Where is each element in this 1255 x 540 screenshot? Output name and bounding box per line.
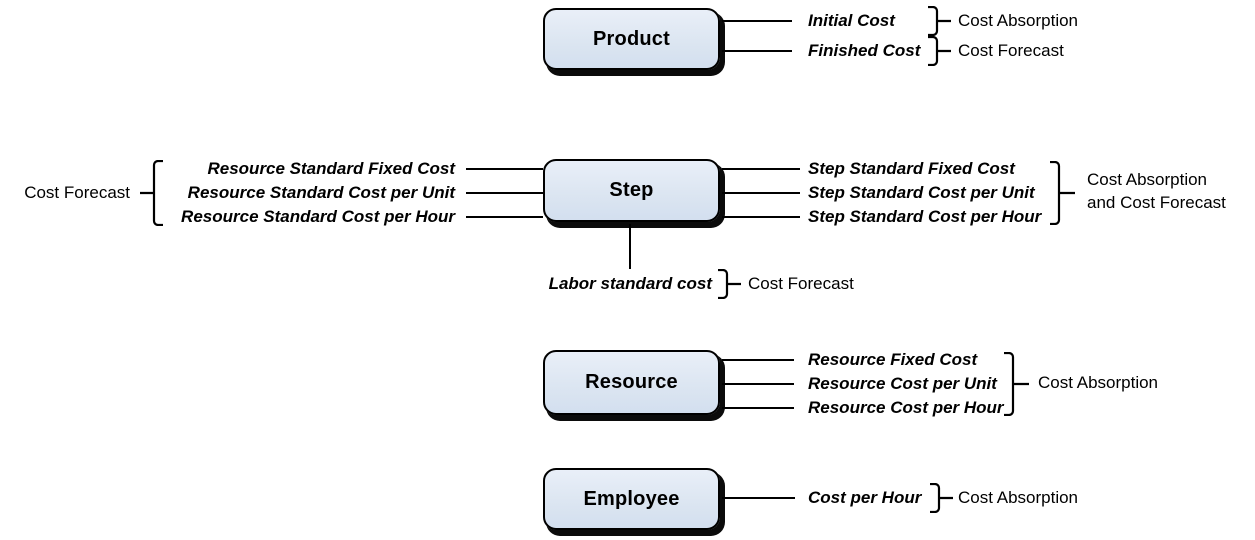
attribute-resource-standard-cost-per-hour: Resource Standard Cost per Hour xyxy=(181,207,455,226)
connector-line xyxy=(722,20,792,22)
tag-cost-absorption: Cost Absorption xyxy=(958,11,1079,30)
connector-line xyxy=(466,216,543,218)
connector-line xyxy=(722,192,800,194)
attribute-initial-cost: Initial Cost xyxy=(808,11,895,30)
attribute-resource-fixed-cost: Resource Fixed Cost xyxy=(808,350,978,369)
connector-line xyxy=(466,192,543,194)
grouping-brace-icon xyxy=(930,483,953,513)
attribute-resource-standard-cost-per-unit: Resource Standard Cost per Unit xyxy=(187,183,455,202)
grouping-brace-icon xyxy=(718,269,741,299)
entity-box-employee: Employee xyxy=(543,468,720,530)
attribute-resource-standard-fixed-cost: Resource Standard Fixed Cost xyxy=(207,159,455,178)
tag-cost-forecast: Cost Forecast xyxy=(958,41,1064,60)
tag-cost-absorption: Cost Absorption xyxy=(958,488,1079,507)
tag-line-2: and Cost Forecast xyxy=(1087,193,1226,212)
attribute-step-standard-cost-per-unit: Step Standard Cost per Unit xyxy=(808,183,1035,202)
grouping-brace-icon xyxy=(140,160,163,226)
connector-line xyxy=(722,359,794,361)
tag-cost-forecast: Cost Forecast xyxy=(748,274,854,293)
tag-cost-absorption: Cost Absorption xyxy=(1038,373,1159,392)
connector-line xyxy=(722,497,795,499)
tag-line-1: Cost Absorption xyxy=(1087,170,1208,189)
tag-cost-absorption-and-forecast: Cost Absorption and Cost Forecast xyxy=(1087,168,1226,214)
entity-label-employee: Employee xyxy=(583,487,680,510)
tag-cost-forecast: Cost Forecast xyxy=(24,183,130,202)
entity-label-product: Product xyxy=(593,27,670,50)
entity-label-step: Step xyxy=(609,179,654,201)
attribute-finished-cost: Finished Cost xyxy=(808,41,921,60)
attribute-resource-cost-per-hour: Resource Cost per Hour xyxy=(808,398,1004,417)
grouping-brace-icon xyxy=(928,6,951,36)
attribute-step-standard-fixed-cost: Step Standard Fixed Cost xyxy=(808,159,1015,178)
connector-line xyxy=(629,224,631,269)
entity-label-resource: Resource xyxy=(585,371,678,393)
attribute-cost-per-hour: Cost per Hour xyxy=(808,488,922,507)
connector-line xyxy=(722,407,794,409)
connector-line xyxy=(722,50,792,52)
attribute-labor-standard-cost: Labor standard cost xyxy=(548,274,712,293)
connector-line xyxy=(722,168,800,170)
grouping-brace-icon xyxy=(1004,352,1029,416)
attribute-resource-cost-per-unit: Resource Cost per Unit xyxy=(808,374,997,393)
connector-line xyxy=(722,216,800,218)
connector-line xyxy=(466,168,543,170)
entity-box-product: Product xyxy=(543,8,720,70)
entity-box-step: Step xyxy=(543,159,720,222)
attribute-step-standard-cost-per-hour: Step Standard Cost per Hour xyxy=(808,207,1042,226)
grouping-brace-icon xyxy=(1050,161,1075,225)
connector-line xyxy=(722,383,794,385)
grouping-brace-icon xyxy=(928,36,951,66)
entity-box-resource: Resource xyxy=(543,350,720,415)
